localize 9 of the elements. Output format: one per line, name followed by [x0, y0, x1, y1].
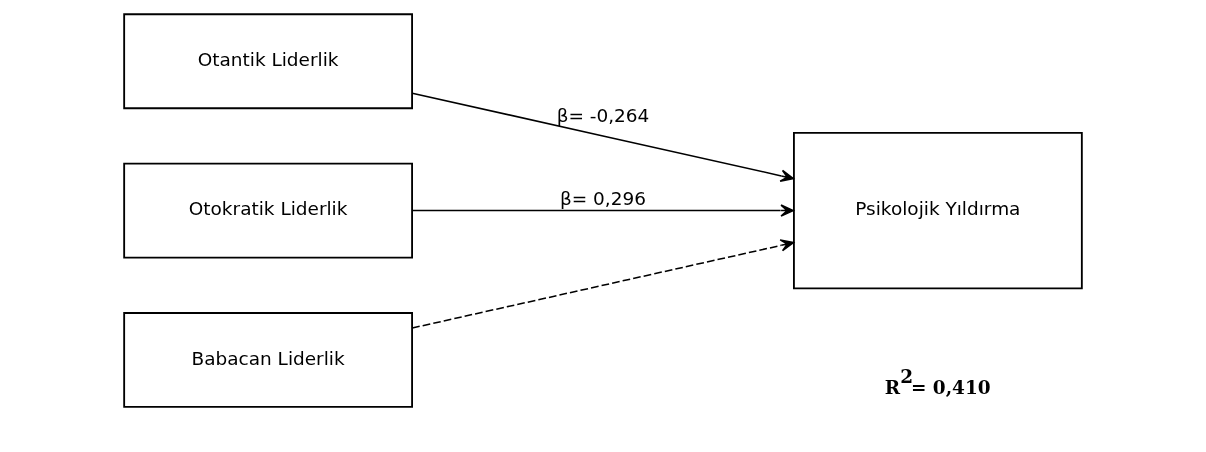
edge-label: β= -0,264: [556, 105, 650, 127]
node-box: Babacan Liderlik: [123, 312, 413, 408]
node-box: Otokratik Liderlik: [123, 162, 413, 259]
edge-label: β= 0,296: [559, 188, 647, 210]
node-box: Psikolojik Yıldırma: [793, 131, 1083, 290]
arrow: [411, 92, 795, 183]
arrow: [411, 204, 795, 217]
arrow: [411, 239, 795, 329]
node-box: Otantik Liderlik: [123, 13, 413, 110]
